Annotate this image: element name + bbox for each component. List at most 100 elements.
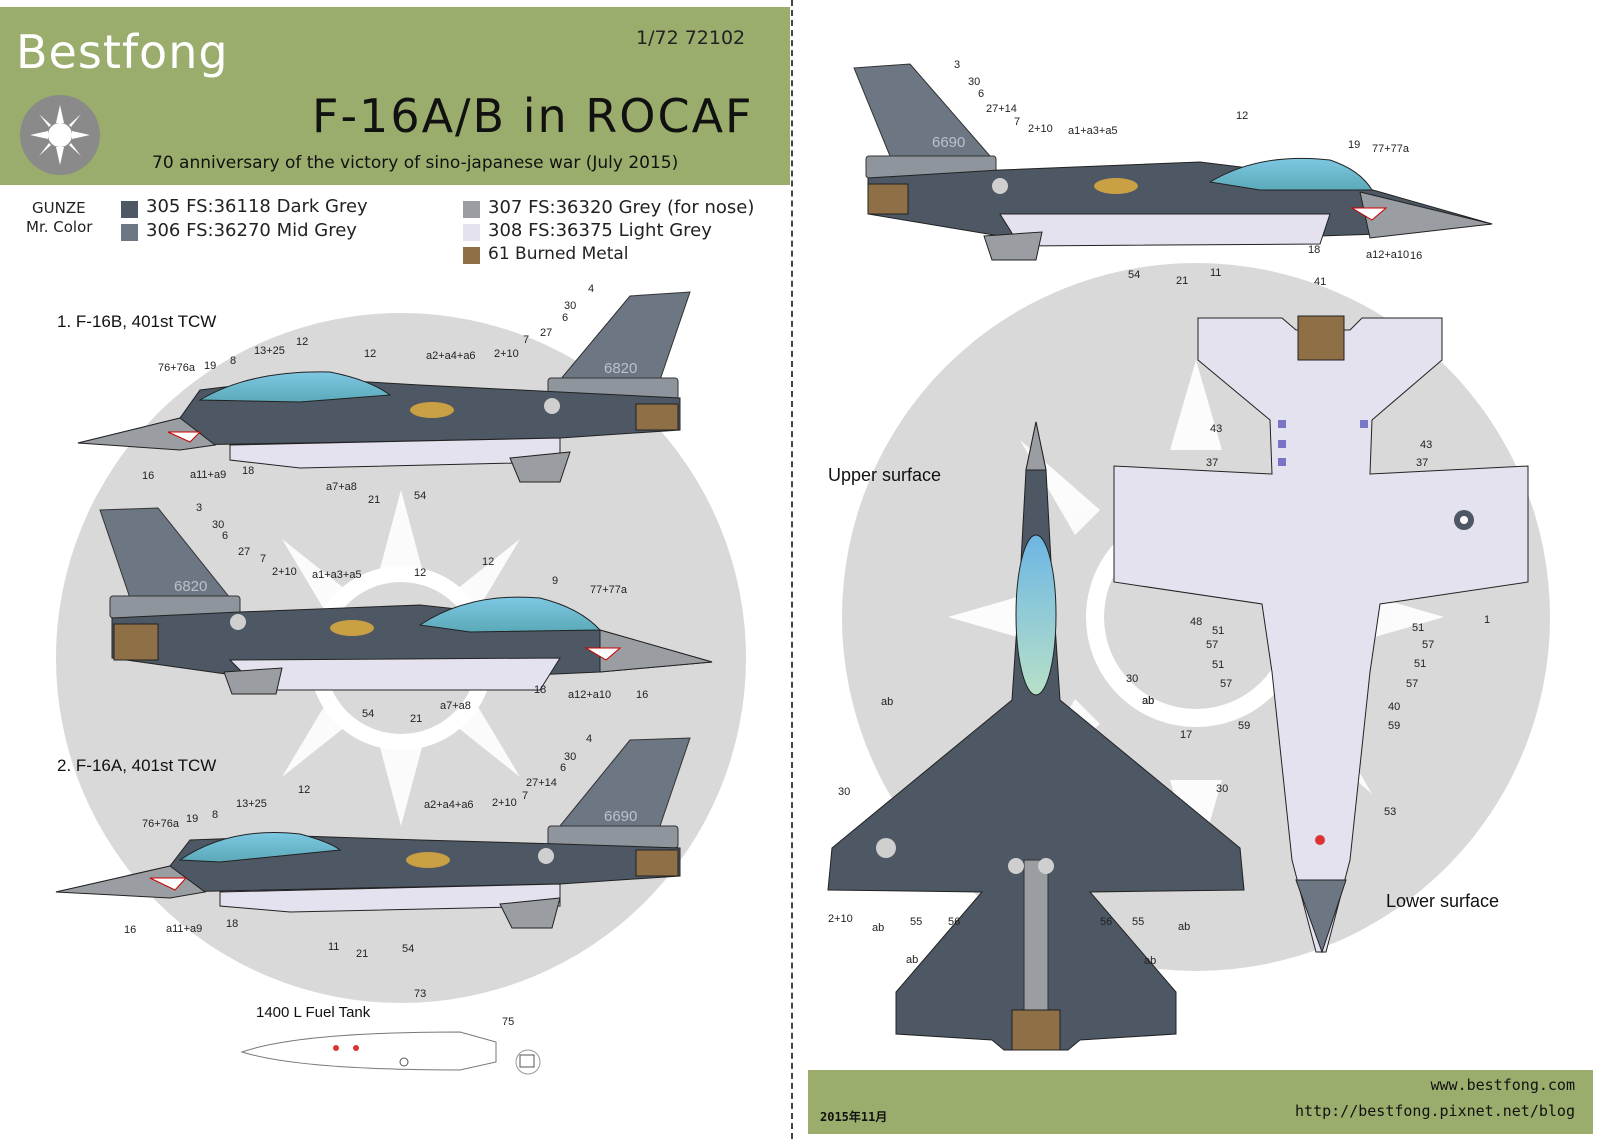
callout: 12 (482, 556, 495, 568)
paint-308: 308 FS:36375 Light Grey (488, 220, 712, 241)
callout: 51 (1212, 659, 1225, 671)
paint-chip-61 (463, 247, 480, 264)
website-link[interactable]: www.bestfong.com (1430, 1076, 1576, 1094)
paint-brand-mrcolor: Mr. Color (26, 218, 93, 236)
callout: a11+a9 (190, 469, 227, 481)
callout: 18 (226, 918, 239, 930)
paint-61: 61 Burned Metal (488, 244, 629, 264)
callout: 41 (1314, 276, 1327, 288)
callout: 27+14 (986, 103, 1017, 115)
callout: 16 (124, 924, 137, 936)
callout: 12 (298, 784, 311, 796)
callout: 54 (1128, 269, 1141, 281)
callout: ab (906, 954, 919, 966)
sheet-subtitle: 70 anniversary of the victory of sino-ja… (152, 153, 679, 173)
profile-2-title: 2. F-16A, 401st TCW (57, 756, 217, 775)
fuel-tank-title: 1400 L Fuel Tank (256, 1004, 371, 1021)
callout: 57 (1422, 639, 1435, 651)
callout: 12 (364, 348, 377, 360)
callout: 56 (948, 916, 961, 928)
callout: a2+a4+a6 (426, 350, 476, 362)
callout: 13+25 (254, 345, 285, 357)
callout: a1+a3+a5 (1068, 125, 1118, 137)
lower-surface-label: Lower surface (1386, 891, 1500, 911)
callout: 13+25 (236, 798, 267, 810)
callout: 53 (1384, 806, 1397, 818)
callout: 51 (1414, 658, 1427, 670)
callout: 55 (1132, 916, 1145, 928)
header-banner: Bestfong 1/72 72102 F-16A/B in ROCAF 70 … (0, 7, 790, 185)
sheet-divider (791, 0, 793, 1139)
callout: 59 (1388, 720, 1401, 732)
callout: 27+14 (526, 777, 557, 789)
lower-surface-planform (1113, 315, 1529, 954)
callout: 7 (260, 553, 267, 565)
profile-1-title: 1. F-16B, 401st TCW (57, 312, 217, 331)
callout: 21 (368, 494, 381, 506)
paint-chip-305 (121, 201, 138, 218)
callout: 56 (1100, 916, 1113, 928)
callout: 19 (186, 813, 199, 825)
upper-surface-label: Upper surface (828, 465, 942, 485)
callout: 4 (588, 283, 595, 295)
callout: 40 (1388, 701, 1401, 713)
callout: 30 (564, 300, 577, 312)
callout: 30 (1126, 673, 1139, 685)
callout: 51 (1412, 622, 1425, 634)
callout: 16 (142, 470, 155, 482)
blog-link[interactable]: http://bestfong.pixnet.net/blog (1295, 1102, 1575, 1120)
callout: 43 (1210, 423, 1223, 435)
f16a-right-profile-top (853, 63, 1493, 261)
callout: 8 (230, 355, 237, 367)
callout: 75 (502, 1016, 515, 1028)
paint-chip-307 (463, 201, 480, 218)
callout: ab (881, 696, 894, 708)
callout: 54 (362, 708, 375, 720)
callout: a12+a10 (568, 689, 612, 701)
callout: 30 (968, 76, 981, 88)
callout: 55 (910, 916, 923, 928)
callout: ab (1142, 695, 1155, 707)
publication-date: 2015年11月 (820, 1110, 888, 1124)
callout: 37 (1416, 457, 1429, 469)
serial-6690-right-profile: 6690 (932, 134, 966, 151)
paint-chip-308 (463, 224, 480, 241)
callout: 8 (212, 809, 219, 821)
paint-chip-306 (121, 224, 138, 241)
callout: 12 (1236, 110, 1249, 122)
callout: 12 (414, 567, 427, 579)
footer-banner: 2015年11月 www.bestfong.com http://bestfon… (808, 1070, 1593, 1134)
callout: 3 (196, 502, 203, 514)
callout: ab (872, 922, 885, 934)
callout: 2+10 (492, 797, 517, 809)
callout: 2+10 (828, 913, 853, 925)
callout: 1 (1484, 614, 1491, 626)
callout: 19 (204, 360, 217, 372)
callout: 30 (212, 519, 225, 531)
callout: ab (1142, 695, 1155, 707)
callout: 7 (1014, 116, 1021, 128)
callout: 6 (222, 530, 229, 542)
callout: 54 (414, 490, 427, 502)
callout: 77+77a (590, 584, 628, 596)
callout: 6 (560, 762, 567, 774)
callout: 11 (328, 941, 340, 953)
callout: 3 (954, 59, 961, 71)
callout: 27 (238, 546, 251, 558)
callout: 51 (1212, 625, 1225, 637)
callout: 21 (1176, 275, 1189, 287)
fuel-tank-drawing (240, 1031, 541, 1075)
callout: 30 (838, 786, 851, 798)
callout: ab (1178, 921, 1191, 933)
callout: 6 (562, 312, 569, 324)
serial-6820-profile-1: 6820 (604, 360, 638, 377)
callout: 30 (564, 751, 577, 763)
callout: a11+a9 (166, 923, 203, 935)
callout: a12+a10 (1366, 249, 1410, 261)
callout: a2+a4+a6 (424, 799, 474, 811)
callout: 11 (1210, 267, 1222, 279)
scale-catalog-number: 1/72 72102 (636, 27, 746, 49)
f16b-right-profile (99, 507, 713, 695)
callout: 18 (242, 465, 255, 477)
paint-306: 306 FS:36270 Mid Grey (146, 220, 357, 241)
